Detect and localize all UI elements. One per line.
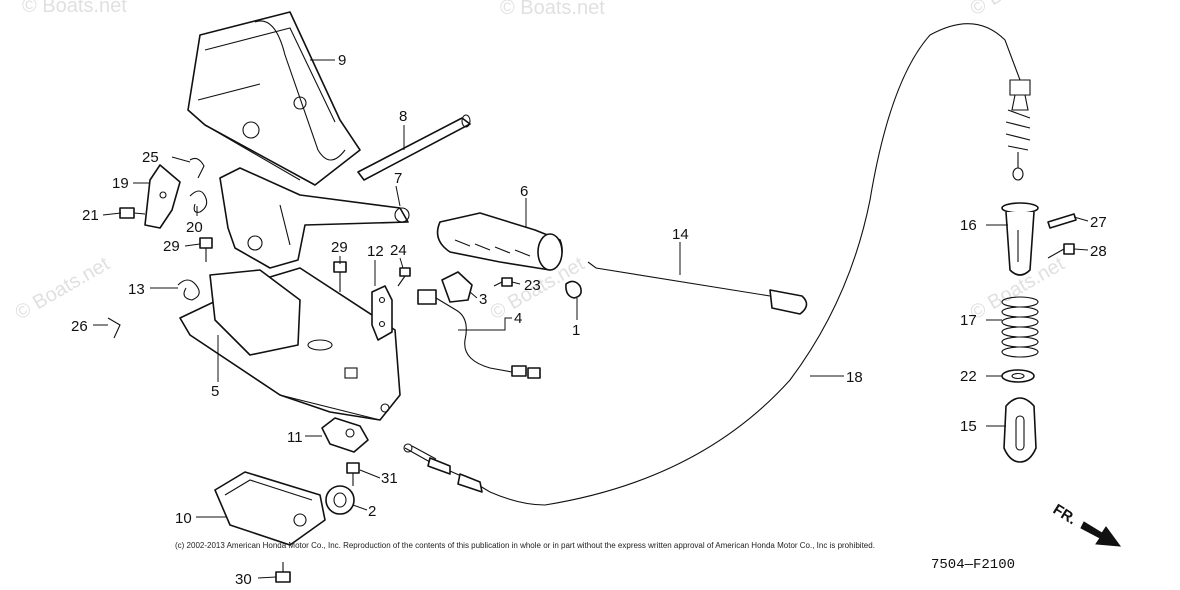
part-1-clip[interactable] — [565, 280, 582, 299]
callout-6[interactable]: 6 — [520, 183, 528, 200]
front-arrow-icon — [1080, 521, 1122, 547]
callout-19[interactable]: 19 — [112, 175, 129, 192]
part-9-cover[interactable] — [187, 11, 361, 186]
part-26-pin[interactable] — [107, 317, 121, 339]
part-31-bolt[interactable] — [346, 462, 360, 486]
callout-23[interactable]: 23 — [524, 277, 541, 294]
watermark-group: © Boats.net © Boats.net © Boats.net © Bo… — [12, 0, 1069, 324]
callout-18[interactable]: 18 — [846, 369, 863, 386]
callout-11[interactable]: 11 — [287, 429, 303, 446]
part-22-washer[interactable] — [1001, 369, 1035, 383]
part-29-bolt[interactable] — [333, 261, 347, 292]
callout-16[interactable]: 16 — [960, 217, 977, 234]
diagram-code: 7504—F2100 — [931, 557, 1015, 573]
callout-15[interactable]: 15 — [960, 418, 977, 435]
callout-24[interactable]: 24 — [390, 242, 407, 259]
part-24-screw[interactable] — [397, 267, 411, 287]
callout-5[interactable]: 5 — [211, 383, 219, 400]
callout-10[interactable]: 10 — [175, 510, 192, 527]
callout-31[interactable]: 31 — [381, 470, 398, 487]
callout-14[interactable]: 14 — [672, 226, 689, 243]
part-5-base-plate[interactable] — [179, 267, 401, 421]
part-6-grip[interactable] — [436, 212, 563, 271]
part-21-bolt[interactable] — [119, 207, 146, 219]
front-direction-indicator: FR. — [1050, 501, 1122, 547]
part-4-switch-harness[interactable] — [417, 289, 541, 379]
part-27-pin[interactable] — [1047, 213, 1077, 229]
callout-27[interactable]: 27 — [1090, 214, 1107, 231]
direction-label: FR. — [1050, 501, 1080, 528]
callout-30[interactable]: 30 — [235, 571, 252, 588]
watermark: © Boats.net — [500, 0, 605, 19]
part-2-grommet[interactable] — [325, 485, 355, 515]
callout-13[interactable]: 13 — [128, 281, 145, 298]
part-19-bracket[interactable] — [144, 164, 181, 229]
part-16-sleeve[interactable] — [1001, 202, 1039, 276]
watermark: © Boats.net — [12, 253, 114, 325]
part-28-screw[interactable] — [1047, 243, 1075, 259]
part-18-cable[interactable] — [403, 23, 1031, 506]
part-15-cap[interactable] — [1003, 397, 1037, 463]
part-13-spring[interactable] — [177, 279, 200, 301]
callout-25[interactable]: 25 — [142, 149, 159, 166]
watermark: © Boats.net — [967, 0, 1069, 20]
callout-12[interactable]: 12 — [367, 243, 384, 260]
part-25-clip[interactable] — [189, 157, 205, 179]
callout-29[interactable]: 29 — [163, 238, 180, 255]
copyright-notice: (c) 2002-2013 American Honda Motor Co., … — [175, 541, 875, 550]
callout-3[interactable]: 3 — [479, 291, 487, 308]
part-7-lever[interactable] — [219, 167, 410, 269]
callout-21[interactable]: 21 — [82, 207, 99, 224]
callout-4[interactable]: 4 — [514, 310, 522, 327]
part-20-spring[interactable] — [189, 190, 208, 213]
callout-26[interactable]: 26 — [71, 318, 88, 335]
callout-22[interactable]: 22 — [960, 368, 977, 385]
part-11-clamp[interactable] — [321, 417, 369, 453]
part-29-bolt[interactable] — [199, 237, 213, 262]
part-14-rod[interactable] — [587, 261, 808, 315]
callout-labels: 9 8 7 6 14 25 19 20 21 29 29 12 24 13 26… — [71, 52, 1107, 588]
callout-28[interactable]: 28 — [1090, 243, 1107, 260]
callout-1[interactable]: 1 — [572, 322, 580, 339]
callout-9[interactable]: 9 — [338, 52, 346, 69]
callout-2[interactable]: 2 — [368, 503, 376, 520]
callout-29[interactable]: 29 — [331, 239, 348, 256]
part-12-switch-bracket[interactable] — [371, 285, 393, 341]
part-10-lower-case[interactable] — [214, 471, 326, 546]
part-23-screw[interactable] — [493, 277, 513, 287]
watermark: © Boats.net — [22, 0, 127, 17]
part-3-holder[interactable] — [441, 271, 473, 303]
leader-lines — [93, 59, 1089, 579]
part-17-spring[interactable] — [1001, 296, 1039, 358]
callout-20[interactable]: 20 — [186, 219, 203, 236]
callout-17[interactable]: 17 — [960, 312, 977, 329]
part-8-rod[interactable] — [357, 114, 471, 181]
callout-7[interactable]: 7 — [394, 170, 402, 187]
callout-8[interactable]: 8 — [399, 108, 407, 125]
part-30-bolt[interactable] — [275, 562, 291, 583]
